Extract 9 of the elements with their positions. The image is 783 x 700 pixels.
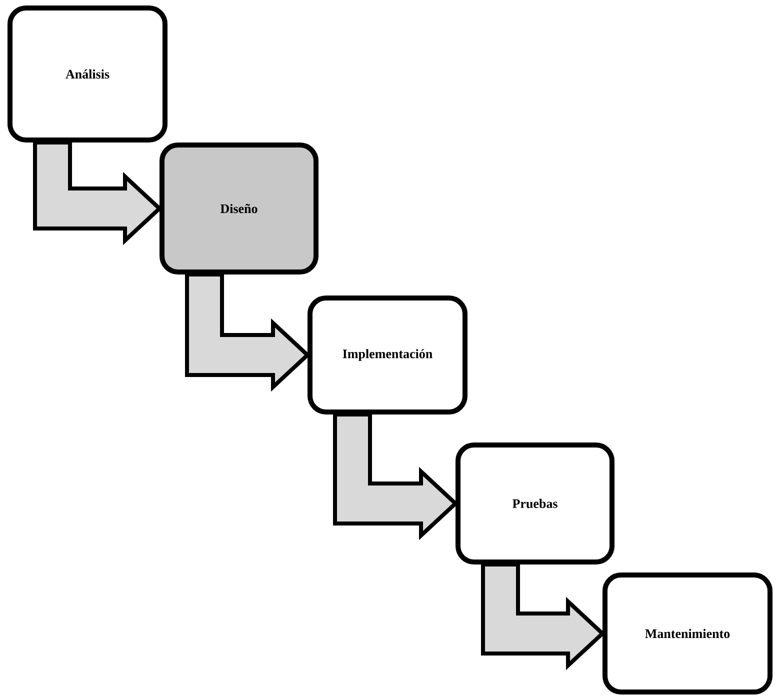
process-box: Pruebas bbox=[456, 442, 614, 564]
process-box: Implementación bbox=[308, 296, 468, 414]
process-box: Diseño bbox=[160, 142, 318, 274]
block-arrow bbox=[33, 140, 162, 246]
block-arrow bbox=[185, 272, 310, 392]
block-arrow bbox=[333, 412, 458, 540]
block-arrow bbox=[481, 562, 606, 670]
process-box: Mantenimiento bbox=[602, 572, 772, 694]
process-box: Análisis bbox=[8, 6, 168, 142]
